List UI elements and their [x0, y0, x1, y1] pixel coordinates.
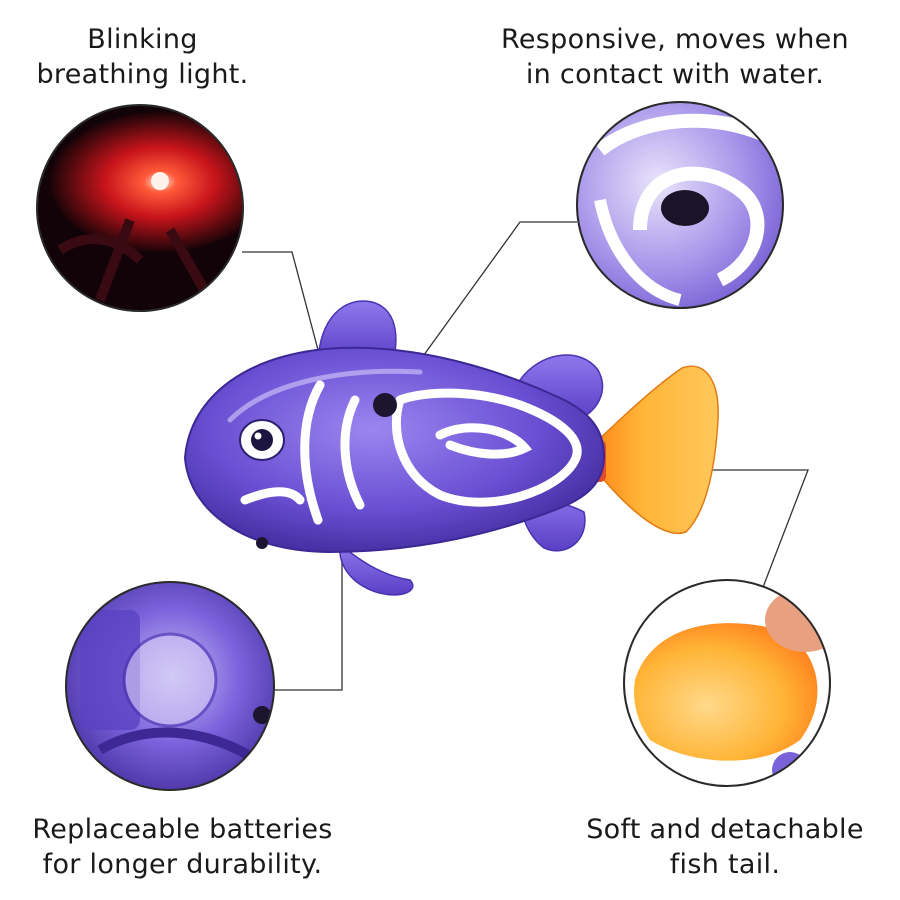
finger-tip — [765, 588, 830, 652]
caption-battery-line2: for longer durability. — [42, 849, 323, 880]
leader-lines — [242, 221, 809, 691]
caption-battery: Replaceable batteries for longer durabil… — [10, 812, 355, 882]
dorsal-fin — [317, 300, 397, 363]
sensor-close-up — [661, 190, 709, 226]
robot-fish — [183, 300, 719, 596]
leader-line-light — [242, 251, 331, 396]
zoom-circle-water — [576, 101, 784, 309]
caption-water-line2: in contact with water. — [525, 59, 825, 90]
caption-light: Blinking breathing light. — [20, 22, 265, 92]
leader-line-battery — [272, 548, 343, 691]
caption-tail: Soft and detachable fish tail. — [560, 812, 890, 882]
pelvic-fin — [339, 543, 414, 596]
zoom-circle-light — [36, 104, 244, 312]
caption-light-line1: Blinking — [87, 24, 198, 55]
caption-water-line1: Responsive, moves when — [501, 24, 849, 55]
water-sensor — [373, 393, 397, 417]
red-led-light — [151, 172, 169, 190]
leader-line-tail — [690, 469, 809, 596]
leader-line-water — [394, 221, 577, 396]
eye-glint — [254, 432, 262, 440]
caption-water: Responsive, moves when in contact with w… — [470, 22, 880, 92]
caption-tail-line1: Soft and detachable — [586, 814, 864, 845]
zoom-circle-battery — [65, 581, 275, 791]
orange-tail — [597, 365, 719, 535]
caption-battery-line1: Replaceable batteries — [32, 814, 333, 845]
white-stripes — [240, 380, 582, 525]
zoom-circle-tail — [623, 579, 831, 787]
eye-pupil — [251, 429, 273, 451]
caption-tail-line2: fish tail. — [669, 849, 781, 880]
caption-light-line2: breathing light. — [36, 59, 249, 90]
body-highlight — [227, 368, 423, 423]
battery-screw — [256, 537, 268, 549]
battery-cover-screw — [253, 706, 271, 724]
